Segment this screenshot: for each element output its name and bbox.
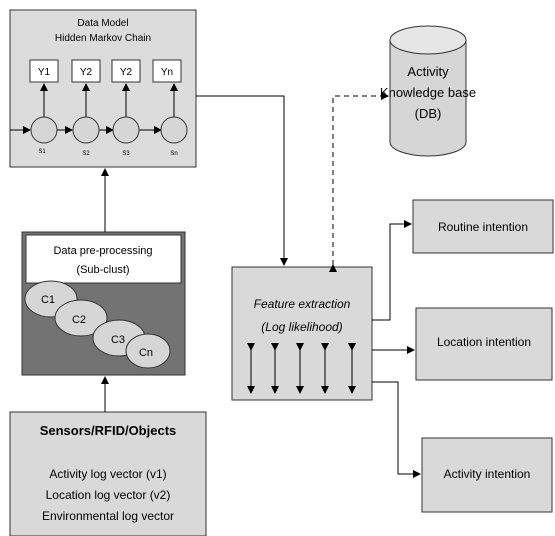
database-cylinder-icon — [389, 40, 467, 157]
cluster-label: C3 — [111, 334, 125, 346]
sensors-box — [9, 411, 207, 536]
hmm-state-label: Sn — [170, 151, 177, 157]
preprocessing-label-box — [25, 234, 182, 284]
kb-line2: Knowledge base — [380, 85, 476, 100]
feature-line2: (Log likelihood) — [261, 320, 342, 334]
preprocessing-line1: Data pre-processing — [53, 245, 152, 257]
hmm-state-node — [160, 116, 188, 144]
hmm-output-box-2 — [71, 59, 101, 83]
sensors-block: Sensors/RFID/Objects Activity log vector… — [9, 411, 207, 536]
arrow-feature-to-routine — [372, 220, 412, 321]
hmm-state-label: S1 — [38, 149, 46, 155]
cluster-node — [54, 299, 108, 337]
activity-intention-block: Activity intention — [421, 437, 553, 513]
location-intention-label: Location intention — [437, 335, 531, 349]
activity-intention-label: Activity intention — [444, 467, 531, 481]
sensors-line3: Environmental log vector — [42, 509, 174, 523]
cluster-label: C2 — [72, 314, 86, 326]
hmm-state-label: S2 — [82, 151, 90, 157]
cluster-node — [125, 333, 171, 369]
kb-line3: (DB) — [415, 106, 442, 121]
arrow-hmm-to-feature — [196, 95, 288, 266]
hmm-output-box-3 — [111, 59, 141, 83]
feature-extraction-block: Feature extraction (Log likelihood) — [231, 266, 373, 401]
sensors-line1: Activity log vector (v1) — [49, 467, 166, 481]
feature-line1: Feature extraction — [254, 297, 351, 311]
arrow-kb-feature-dashed — [329, 92, 389, 272]
knowledge-base-block: Activity Knowledge base (DB) — [380, 25, 476, 157]
activity-intention-box — [421, 437, 553, 513]
sensors-line2: Location log vector (v2) — [46, 488, 171, 502]
kb-line1: Activity — [407, 64, 449, 79]
sensors-title: Sensors/RFID/Objects — [40, 423, 177, 438]
location-intention-box — [415, 307, 553, 381]
arrow-feature-to-activity — [372, 381, 421, 478]
hmm-output-box-1 — [29, 59, 59, 83]
hmm-output-label: Yn — [161, 67, 173, 78]
hmm-state-node — [30, 116, 58, 144]
preprocessing-line2: (Sub-clust) — [76, 264, 129, 276]
hmm-title-line2: Hidden Markov Chain — [55, 33, 151, 44]
hmm-title-line1: Data Model — [77, 18, 128, 29]
hmm-output-label: Y2 — [120, 67, 133, 78]
hmm-output-label: Y2 — [80, 67, 93, 78]
hmm-state-label: S3 — [122, 151, 130, 157]
hmm-state-node — [112, 116, 140, 144]
cluster-label: C1 — [41, 294, 55, 306]
hmm-output-label: Y1 — [38, 67, 51, 78]
routine-intention-block: Routine intention — [412, 199, 554, 254]
hmm-model-block: Data Model Hidden Markov Chain Y1 Y2 Y2 … — [9, 9, 197, 168]
routine-intention-label: Routine intention — [438, 220, 528, 234]
hmm-output-box-4 — [152, 59, 182, 83]
hmm-state-node — [72, 116, 100, 144]
preprocessing-block: Data pre-processing (Sub-clust) C1 C2 C3… — [21, 231, 186, 376]
routine-intention-box — [412, 199, 554, 254]
location-intention-block: Location intention — [415, 307, 553, 381]
database-cylinder-top — [389, 25, 467, 55]
cluster-label: Cn — [139, 347, 153, 359]
